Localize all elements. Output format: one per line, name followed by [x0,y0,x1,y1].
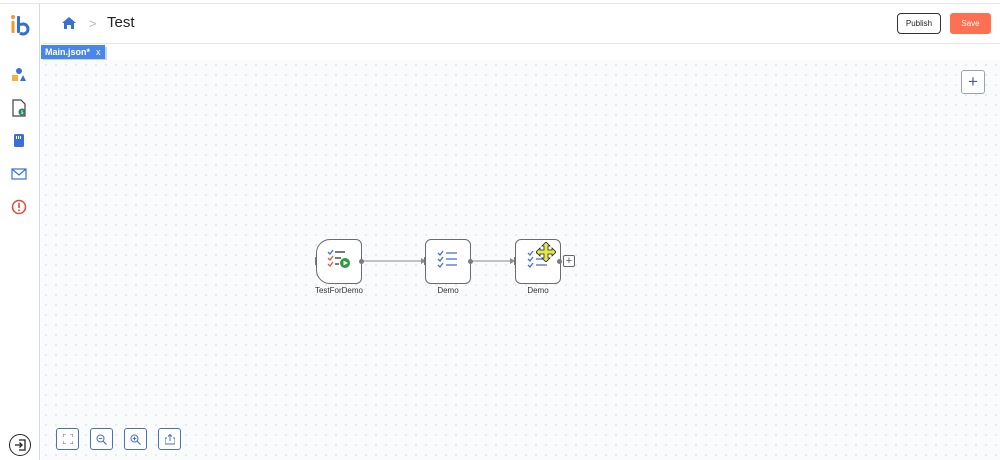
publish-button[interactable]: Publish [897,13,941,34]
connector-lines [363,258,515,264]
save-button[interactable]: Save [950,13,991,34]
app-logo-icon [9,14,31,36]
flow-canvas[interactable]: + Test [41,60,1000,460]
page-title: Test [107,14,135,31]
tab-main-json[interactable]: Main.json* x [41,45,105,59]
breadcrumb-separator: > [89,16,97,31]
home-icon[interactable] [61,15,77,31]
move-cursor-icon [535,241,557,263]
node-output-port[interactable] [359,259,364,264]
shapes-icon[interactable] [10,66,28,84]
node-label: TestForDemo [314,286,363,295]
node-label: Demo [527,286,549,295]
flow-node-start[interactable] [316,239,362,284]
flow-node-demo[interactable] [425,239,471,284]
arrow-1 [421,258,426,264]
node-label: Demo [437,286,459,295]
export-icon[interactable] [158,428,181,450]
book-icon[interactable] [10,132,28,150]
flow-node-demo-selected[interactable] [515,239,561,284]
document-dollar-icon[interactable]: $ [10,99,28,117]
checklist-icon [437,249,459,274]
zoom-in-icon[interactable] [124,428,147,450]
node-output-port[interactable] [468,259,473,264]
zoom-out-icon[interactable] [90,428,113,450]
fit-screen-icon[interactable] [56,428,79,450]
alert-circle-icon[interactable] [10,198,28,216]
mail-icon[interactable] [10,165,28,183]
sidebar: $ [0,4,40,460]
checklist-play-icon [327,248,351,275]
tab-label: Main.json* [45,47,91,57]
tab-close-icon[interactable]: x [96,47,101,57]
exit-icon[interactable] [9,434,31,456]
add-node-button[interactable]: + [961,70,985,94]
node-output-port[interactable] [557,259,562,264]
top-border [0,0,1000,4]
tab-bar: Main.json* x [41,44,1000,60]
append-node-button[interactable]: + [563,255,575,267]
arrow-2 [510,258,515,264]
svg-text:$: $ [21,110,24,116]
header: > Test Publish Save [41,4,1000,44]
